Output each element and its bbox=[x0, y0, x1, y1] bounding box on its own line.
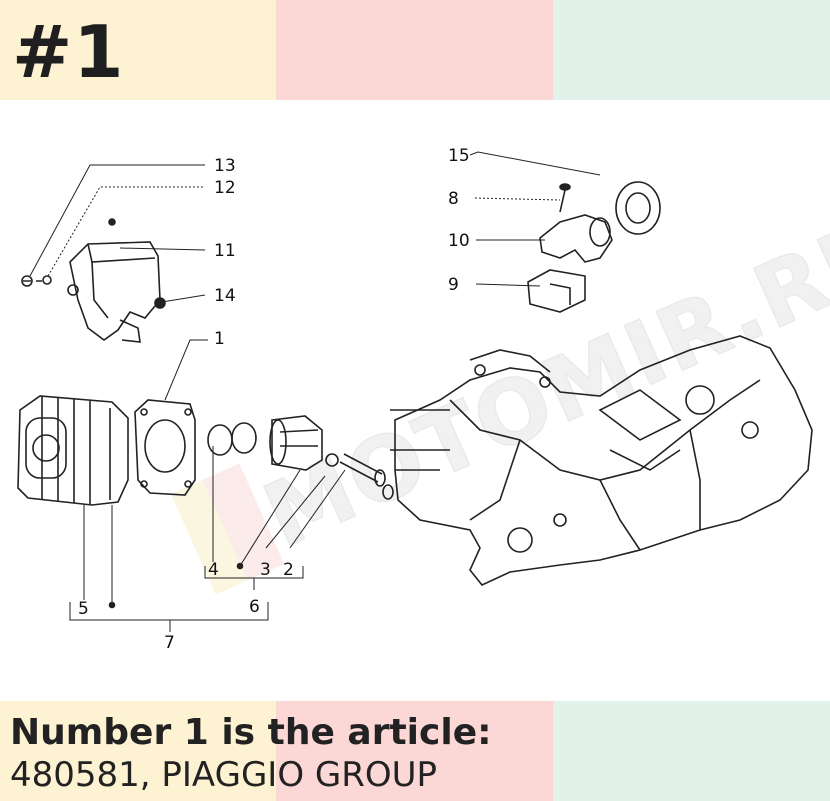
footer-band bbox=[0, 701, 830, 801]
header-band bbox=[0, 0, 830, 100]
head-cover-part bbox=[67, 241, 161, 343]
leader-lines bbox=[29, 151, 601, 632]
callout-10: 10 bbox=[448, 231, 470, 251]
exploded-parts-diagram: MOTOMIR.RU bbox=[17, 146, 830, 653]
callout-5: 5 bbox=[78, 599, 89, 619]
reed-valve-part bbox=[527, 269, 586, 313]
band-segment-green bbox=[553, 0, 830, 100]
callout-12: 12 bbox=[214, 178, 236, 198]
intake-manifold-part bbox=[539, 214, 613, 263]
article-caption-detail: 480581, PIAGGIO GROUP bbox=[10, 755, 438, 795]
callout-1: 1 bbox=[214, 329, 225, 349]
band-segment-green bbox=[553, 701, 830, 801]
crankcase-part bbox=[390, 335, 813, 586]
screw-part bbox=[559, 183, 571, 213]
cylinder-part bbox=[17, 395, 129, 506]
item-number-badge: #1 bbox=[12, 10, 125, 94]
piston-part bbox=[269, 415, 323, 471]
piston-pin-part bbox=[325, 453, 394, 500]
nut-part bbox=[108, 218, 166, 309]
callout-14: 14 bbox=[214, 286, 236, 306]
band-segment-yellow bbox=[0, 701, 276, 801]
callout-13: 13 bbox=[214, 156, 236, 176]
watermark: MOTOMIR.RU bbox=[170, 196, 830, 595]
band-segment-yellow bbox=[0, 0, 276, 100]
leader-dot bbox=[108, 601, 116, 609]
callout-3: 3 bbox=[260, 560, 271, 580]
callout-2: 2 bbox=[283, 560, 294, 580]
callout-11: 11 bbox=[214, 241, 236, 261]
callout-7: 7 bbox=[164, 633, 175, 653]
gasket-part bbox=[134, 399, 196, 496]
callout-9: 9 bbox=[448, 275, 459, 295]
band-segment-pink bbox=[276, 0, 553, 100]
bolt-washer-part bbox=[21, 275, 52, 287]
band-segment-pink bbox=[276, 701, 553, 801]
callout-8: 8 bbox=[448, 189, 459, 209]
piston-rings-part bbox=[207, 422, 257, 456]
callout-4: 4 bbox=[208, 560, 219, 580]
callout-15: 15 bbox=[448, 146, 470, 166]
callout-6: 6 bbox=[249, 597, 260, 617]
intake-ring-part bbox=[615, 181, 661, 235]
leader-dot bbox=[236, 562, 244, 570]
article-caption-title: Number 1 is the article: bbox=[10, 712, 492, 753]
